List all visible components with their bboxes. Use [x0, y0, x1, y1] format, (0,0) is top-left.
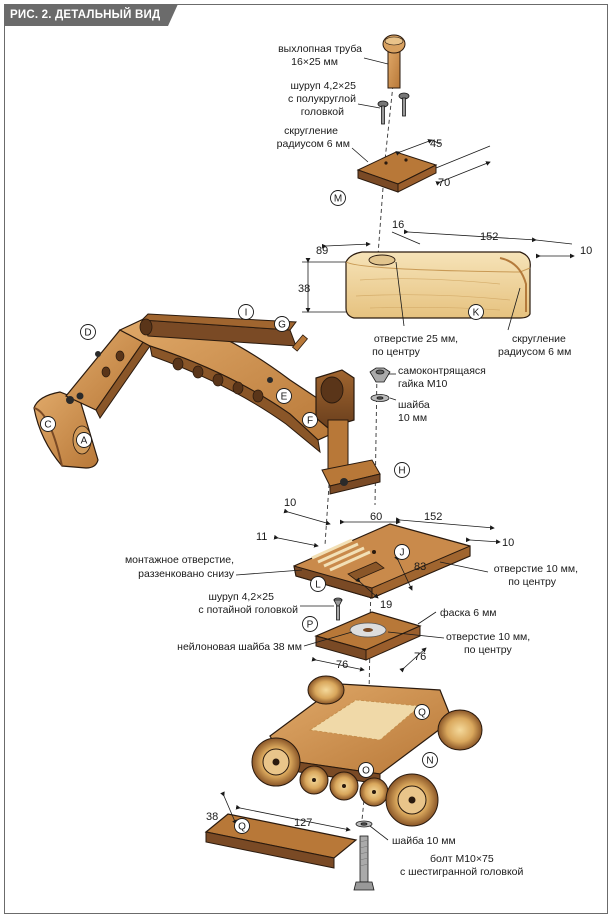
dim-l-10: 10 [284, 497, 296, 509]
svg-text:G: G [278, 320, 286, 331]
svg-text:M: M [334, 194, 342, 205]
badge-o: O [358, 762, 374, 778]
svg-text:D: D [84, 328, 91, 339]
label-exhaust-1: выхлопная труба [278, 43, 362, 55]
svg-text:E: E [281, 392, 288, 403]
boom-arm-assembly [33, 313, 381, 495]
label-hole10j-1: отверстие 10 мм, [494, 563, 578, 575]
svg-text:I: I [245, 308, 248, 319]
badge-m: M [330, 190, 346, 206]
part-p-base-plate [314, 611, 422, 661]
label-hole25-2: по центру [372, 346, 421, 358]
badge-i: I [238, 304, 254, 320]
lock-nut-and-washer [369, 367, 391, 402]
part-badges: A C D E F G H I J K L M N O P Q Q [40, 190, 484, 834]
dimension-lines [220, 139, 575, 832]
svg-text:F: F [307, 416, 313, 427]
flat-head-screw [333, 597, 343, 621]
label-hole10j-2: по центру [508, 576, 557, 588]
label-hole10p-2: по центру [464, 644, 513, 656]
dim-l-83: 83 [414, 561, 426, 573]
dimension-values: 45 70 16 152 89 10 38 10 60 152 11 10 83… [206, 138, 592, 829]
svg-text:C: C [44, 420, 51, 431]
dim-k-10: 10 [580, 245, 592, 257]
label-washer1-1: шайба [398, 399, 430, 411]
label-screw-round-2: с полукруглой [288, 93, 356, 105]
dim-k-38: 38 [298, 283, 310, 295]
label-nylon-washer: нейлоновая шайба 38 мм [177, 641, 302, 653]
label-washer1-2: 10 мм [398, 412, 427, 424]
badge-p: P [302, 616, 318, 632]
svg-text:L: L [315, 580, 321, 591]
leader-lines [235, 57, 521, 841]
figure-frame [4, 4, 608, 914]
svg-text:K: K [473, 308, 480, 319]
dim-q-127: 127 [294, 817, 312, 829]
svg-text:Q: Q [238, 822, 246, 833]
label-bolt-1: болт М10×75 [430, 853, 494, 865]
round-head-screws [377, 92, 410, 125]
badge-l: L [310, 576, 326, 592]
badge-n: N [422, 752, 438, 768]
dim-k-16: 16 [392, 219, 404, 231]
badge-c: C [40, 416, 56, 432]
label-screw-flat-1: шуруп 4,2×25 [208, 591, 274, 603]
label-exhaust-2: 16×25 мм [291, 56, 338, 68]
badge-h: H [394, 462, 410, 478]
badge-e: E [276, 388, 292, 404]
part-q-axle-block [204, 813, 358, 869]
dim-l-11: 11 [256, 531, 267, 543]
dim-p-76a: 76 [336, 659, 348, 671]
badge-k: K [468, 304, 484, 320]
label-round-k-2: радиусом 6 мм [498, 346, 571, 358]
dim-m-45: 45 [430, 138, 442, 150]
dim-l-60: 60 [370, 511, 382, 523]
badge-g: G [274, 316, 290, 332]
label-hole25-1: отверстие 25 мм, [374, 333, 458, 345]
svg-text:P: P [307, 620, 314, 631]
badge-d: D [80, 324, 96, 340]
badge-q: Q [234, 818, 250, 834]
label-bolt-2: с шестигранной головкой [400, 866, 524, 878]
dim-p-76b: 76 [414, 651, 426, 663]
label-chamfer: фаска 6 мм [440, 607, 497, 619]
part-m-block [356, 151, 438, 193]
label-round-k-1: скругление [512, 333, 566, 345]
svg-text:H: H [398, 466, 405, 477]
label-screw-round-3: головкой [301, 106, 344, 118]
svg-text:Q: Q [418, 708, 426, 719]
svg-text:N: N [426, 756, 433, 767]
badge-q: Q [414, 704, 430, 720]
figure-title: РИС. 2. ДЕТАЛЬНЫЙ ВИД [4, 4, 179, 26]
label-screw-flat-2: с потайной головкой [198, 604, 298, 616]
dim-l-152: 152 [424, 511, 442, 523]
badge-a: A [76, 432, 92, 448]
dim-q-38: 38 [206, 811, 218, 823]
label-mount-1: монтажное отверстие, [125, 554, 234, 566]
dim-l-19: 19 [380, 599, 392, 611]
label-washer2: шайба 10 мм [392, 835, 456, 847]
label-round-top-2: радиусом 6 мм [277, 138, 350, 150]
dim-l-10b: 10 [502, 537, 514, 549]
label-mount-2: раззенковано снизу [138, 568, 235, 580]
svg-text:A: A [81, 436, 88, 447]
tracked-chassis [251, 675, 483, 827]
bolt-and-washer [353, 820, 375, 891]
part-k-cab-block [345, 251, 531, 319]
dim-m-70: 70 [438, 177, 450, 189]
badge-f: F [302, 412, 318, 428]
callout-labels: выхлопная труба 16×25 мм шуруп 4,2×25 с … [125, 43, 578, 878]
dim-k-89: 89 [316, 245, 328, 257]
label-nut-2: гайка М10 [398, 378, 447, 390]
svg-text:O: O [362, 766, 370, 777]
exhaust-pipe [382, 34, 406, 89]
label-nut-1: самоконтрящаяся [398, 365, 486, 377]
label-round-top-1: скругление [284, 125, 338, 137]
label-hole10p-1: отверстие 10 мм, [446, 631, 530, 643]
dim-k-152: 152 [480, 231, 498, 243]
label-screw-round-1: шуруп 4,2×25 [290, 80, 356, 92]
badge-j: J [394, 544, 410, 560]
svg-text:J: J [400, 548, 405, 559]
